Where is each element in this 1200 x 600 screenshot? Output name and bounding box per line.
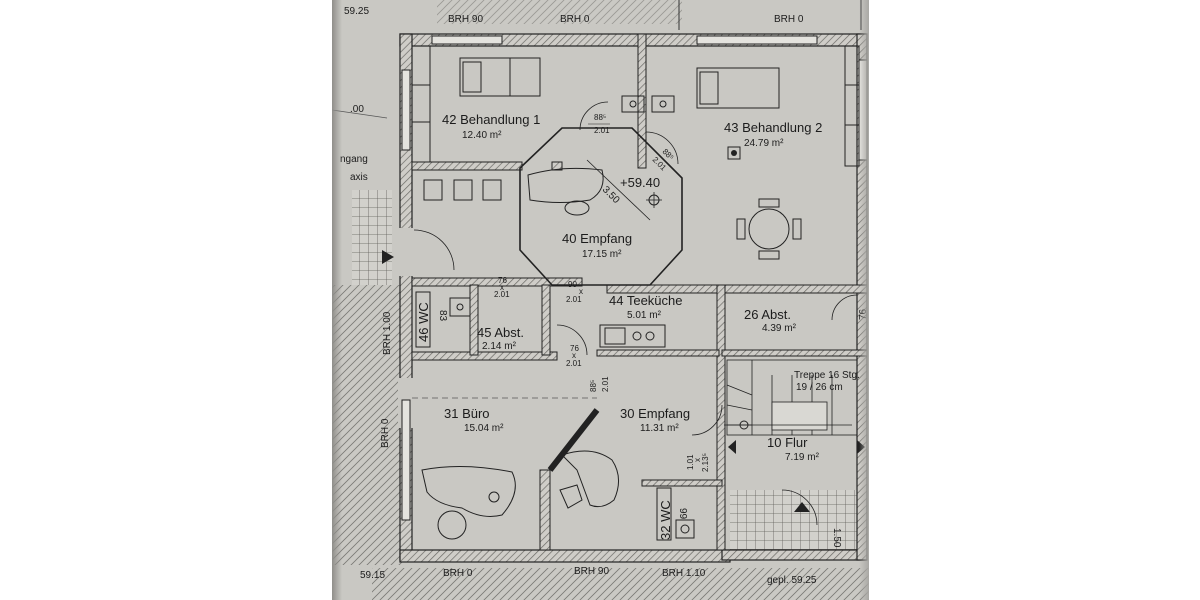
door-dim-46: 76 x 2.01 xyxy=(494,276,510,299)
brh-left-1: BRH 1.00 xyxy=(382,311,393,355)
door-dim-31: 76 x 2.01 xyxy=(566,344,582,368)
floor-plan: 59.25 .00 ngang axis 59.15 gepl. 59.25 B… xyxy=(332,0,869,600)
bottom-right-level: gepl. 59.25 xyxy=(767,575,817,586)
svg-text:76: 76 xyxy=(498,276,507,285)
bottom-left-level: 59.15 xyxy=(360,570,385,581)
inner-walls xyxy=(411,33,868,551)
svg-text:90: 90 xyxy=(568,280,577,289)
room-30-area: 11.31 m² xyxy=(640,423,679,434)
room-31-area: 15.04 m² xyxy=(464,423,504,434)
office-chair-30 xyxy=(559,484,583,509)
room-44-name: 44 Teeküche xyxy=(609,293,683,308)
brh-top-1: BRH 90 xyxy=(448,14,483,25)
stair-start-marker xyxy=(739,420,749,430)
balcony-dim-label: 1.50 xyxy=(831,528,842,548)
svg-text:2.13⁵: 2.13⁵ xyxy=(701,453,710,472)
terrace-top xyxy=(437,0,682,24)
svg-text:x: x xyxy=(500,283,504,292)
left-entry-label-1: ngang xyxy=(340,154,368,165)
empfang-40-octagon xyxy=(519,127,683,286)
door-dim-42: 88⁵ 2.01 xyxy=(588,113,610,135)
entrance-arrow-left xyxy=(382,250,394,264)
svg-text:2.01: 2.01 xyxy=(594,126,610,135)
brh-top-2: BRH 0 xyxy=(560,14,590,25)
reception-desk-30 xyxy=(561,450,619,508)
sink-behandlung-2 xyxy=(621,95,675,113)
waiting-chairs xyxy=(423,179,502,201)
svg-text:x: x xyxy=(572,351,576,360)
brh-top-3: BRH 0 xyxy=(774,14,804,25)
svg-text:2.01: 2.01 xyxy=(566,359,582,368)
round-table xyxy=(736,198,802,260)
entrance-grid xyxy=(352,190,392,285)
svg-text:88⁵: 88⁵ xyxy=(589,380,598,392)
room-32-name: 32 WC xyxy=(658,500,673,540)
room-31-name: 31 Büro xyxy=(444,406,490,421)
closet-behandlung-1 xyxy=(411,45,431,163)
room-45-name: 45 Abst. xyxy=(477,325,524,340)
room-45-area: 2.14 m² xyxy=(482,341,517,352)
door-dim-40: 90 x 2.01 xyxy=(566,280,583,304)
treatment-table-1 xyxy=(459,57,541,97)
wc-32-fixtures xyxy=(656,487,695,541)
room-44-area: 5.01 m² xyxy=(627,310,662,321)
floor-plan-photo: 59.25 .00 ngang axis 59.15 gepl. 59.25 B… xyxy=(332,0,869,600)
kitchenette-counter xyxy=(599,324,666,348)
room-26-name: 26 Abst. xyxy=(744,307,791,322)
treatment-table-2 xyxy=(696,67,780,109)
room-40-name: 40 Empfang xyxy=(562,231,632,246)
room-42-area: 12.40 m² xyxy=(462,130,502,141)
left-level: .00 xyxy=(350,104,364,115)
brh-bottom-2: BRH 90 xyxy=(574,566,609,577)
room-43-name: 43 Behandlung 2 xyxy=(724,120,822,135)
diagonal-dim-label: 3.50 xyxy=(600,184,622,206)
paving-left xyxy=(332,285,402,565)
room-10-area: 7.19 m² xyxy=(785,452,820,463)
room-46-name: 46 WC xyxy=(416,302,431,342)
svg-text:2.01: 2.01 xyxy=(566,295,582,304)
brh-left-2: BRH 0 xyxy=(380,418,391,448)
door-dim-10: 1.01 x 2.13⁵ xyxy=(686,453,710,472)
stair-label-1: Treppe 16 Stg. xyxy=(794,370,860,381)
top-left-level: 59.25 xyxy=(344,6,369,17)
door-dim-30: 88⁵ 2.01 xyxy=(589,376,610,392)
wc-46-fixtures xyxy=(415,291,471,348)
room-42-name: 42 Behandlung 1 xyxy=(442,112,540,127)
angled-wall-30 xyxy=(547,408,600,472)
room-40-area: 17.15 m² xyxy=(582,249,622,260)
door-swings xyxy=(413,101,858,526)
stair-label-2: 19 / 26 cm xyxy=(796,382,843,393)
paving-bottom xyxy=(372,568,869,600)
socket-icon xyxy=(727,146,741,160)
room-26-area: 4.39 m² xyxy=(762,323,797,334)
svg-text:88⁵: 88⁵ xyxy=(594,113,606,122)
room-10-name: 10 Flur xyxy=(767,435,808,450)
reception-desk-40 xyxy=(527,167,604,203)
svg-text:76: 76 xyxy=(570,344,579,353)
stairs xyxy=(724,359,858,436)
balcony-arrow xyxy=(794,502,810,512)
svg-text:x: x xyxy=(579,287,583,296)
brh-bottom-3: BRH 1.10 xyxy=(662,568,706,579)
svg-text:2.01: 2.01 xyxy=(494,290,510,299)
wc46-dim-label: 83 xyxy=(437,310,448,322)
room-43-area: 24.79 m² xyxy=(744,138,784,149)
balcony-grid xyxy=(730,490,865,558)
office-desk-31 xyxy=(421,465,516,540)
brh-bottom-1: BRH 0 xyxy=(443,568,473,579)
svg-text:1.01: 1.01 xyxy=(686,454,695,470)
flur-arrow-left xyxy=(728,440,736,454)
left-entry-label-2: axis xyxy=(350,172,368,183)
wc32-dim-label: 99 xyxy=(677,508,688,520)
svg-text:x: x xyxy=(693,458,702,462)
level-plus-label: +59.40 xyxy=(620,175,660,190)
diagonal-dimension-line xyxy=(586,159,651,221)
room-30-name: 30 Empfang xyxy=(620,406,690,421)
svg-text:2.01: 2.01 xyxy=(601,376,610,392)
